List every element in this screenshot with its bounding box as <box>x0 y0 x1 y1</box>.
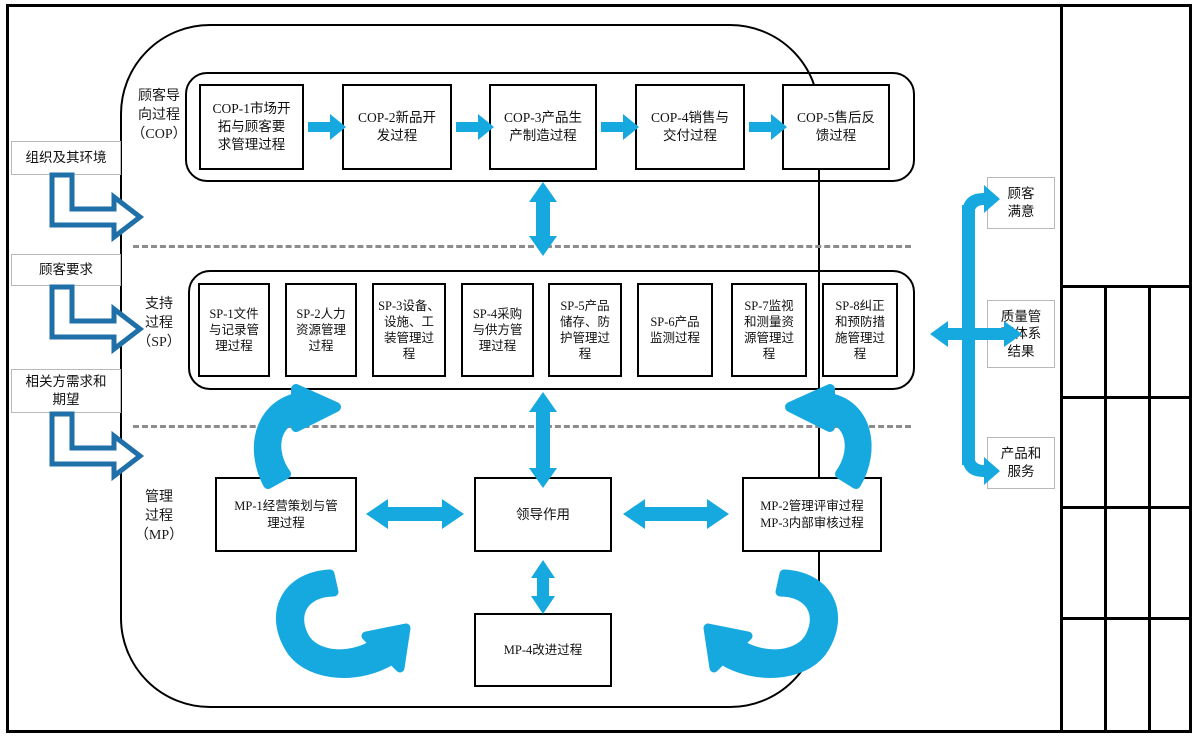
sp-process-1[interactable]: SP-1文件 与记录管 理过程 <box>198 283 270 377</box>
cop-group <box>185 72 915 182</box>
mp-process-4[interactable]: MP-4改进过程 <box>474 613 612 687</box>
qms-boundary <box>120 24 820 708</box>
output-box-qms-results[interactable]: 质量管 理体系 结果 <box>987 300 1055 368</box>
mp-leadership-box[interactable]: 领导作用 <box>474 477 612 552</box>
sp-process-8[interactable]: SP-8纠正 和预防措 施管理过 程 <box>822 283 898 377</box>
cop-process-5[interactable]: COP-5售后反 馈过程 <box>782 84 890 170</box>
output-box-products-services[interactable]: 产品和 服务 <box>987 437 1055 489</box>
band-label-mp: 管理 过程 （MP） <box>134 490 184 543</box>
band-separator-cop-sp <box>133 245 911 248</box>
sp-process-4[interactable]: SP-4采购 与供方管 理过程 <box>461 283 534 377</box>
sheet-divider <box>1060 4 1063 733</box>
output-box-customer-satisfaction[interactable]: 顾客 满意 <box>987 177 1055 229</box>
input-box-customer-requirements[interactable]: 顾客要求 <box>11 254 121 286</box>
cop-process-1[interactable]: COP-1市场开 拓与顾客要 求管理过程 <box>199 84 304 170</box>
sp-process-6[interactable]: SP-6产品 监测过程 <box>637 283 713 377</box>
cop-process-3[interactable]: COP-3产品生 产制造过程 <box>489 84 597 170</box>
band-label-sp: 支持 过程 （SP） <box>137 297 181 350</box>
mp-process-1[interactable]: MP-1经营策划与管 理过程 <box>215 477 357 552</box>
table-vline-2 <box>1148 285 1151 733</box>
mp-process-2-3[interactable]: MP-2管理评审过程 MP-3内部审核过程 <box>742 477 882 552</box>
table-vline-1 <box>1104 285 1107 733</box>
page-border <box>6 4 1192 733</box>
input-box-interested-parties[interactable]: 相关方需求和 期望 <box>11 369 121 413</box>
sp-process-2[interactable]: SP-2人力 资源管理 过程 <box>285 283 357 377</box>
band-label-cop: 顾客导 向过程 （COP） <box>131 89 187 142</box>
table-hline-3 <box>1060 506 1192 509</box>
sp-group <box>188 270 915 390</box>
sp-process-7[interactable]: SP-7监视 和测量资 源管理过 程 <box>731 283 807 377</box>
cop-process-2[interactable]: COP-2新品开 发过程 <box>342 84 452 170</box>
cop-process-4[interactable]: COP-4销售与 交付过程 <box>635 84 745 170</box>
input-box-organization-context[interactable]: 组织及其环境 <box>11 141 121 175</box>
band-separator-sp-mp <box>133 425 911 428</box>
sp-process-5[interactable]: SP-5产品 储存、防 护管理过 程 <box>548 283 622 377</box>
table-hline-4 <box>1060 617 1192 620</box>
table-hline-2 <box>1060 396 1192 399</box>
sp-process-3[interactable]: SP-3设备、 设施、工 装管理过 程 <box>372 283 446 377</box>
table-hline-1 <box>1060 285 1192 288</box>
